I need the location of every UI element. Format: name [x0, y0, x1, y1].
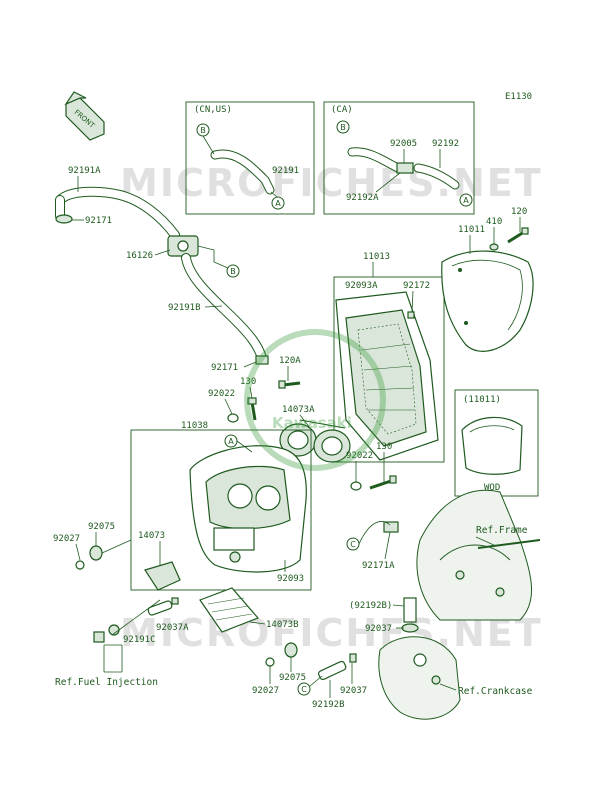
- label-92037-bottom: 92037: [340, 686, 367, 696]
- region-cn-us: (CN,US) B A 92191: [185, 101, 315, 215]
- label-120: 120: [511, 207, 527, 217]
- air-cleaner-housing: [189, 445, 307, 573]
- label-92192A: 92192A: [346, 193, 379, 203]
- breather-pipe-assembly: B: [55, 186, 269, 365]
- label-130-right: 130: [376, 442, 392, 452]
- fitting-92191C: [93, 624, 120, 643]
- connector-b-cnus: B: [200, 126, 206, 135]
- label-92192B-paren: (92192B): [349, 601, 392, 611]
- label-14073A: 14073A: [282, 405, 315, 415]
- label-92027-bottom: 92027: [252, 686, 279, 696]
- label-92171-top: 92171: [85, 216, 112, 226]
- label-11011: 11011: [458, 225, 485, 235]
- bolt-130-right-icon: [369, 475, 397, 490]
- label-410: 410: [486, 217, 502, 227]
- label-92022-top: 92022: [208, 389, 235, 399]
- ref-fuel-injection: Ref.Fuel Injection: [55, 677, 158, 688]
- ref-crankcase: Ref.Crankcase: [458, 686, 533, 697]
- label-92192: 92192: [432, 139, 459, 149]
- connector-a-main: A: [228, 437, 234, 446]
- label-92005: 92005: [390, 139, 417, 149]
- grille-14073B: [199, 587, 260, 633]
- label-92027-left: 92027: [53, 534, 80, 544]
- region-cn-us-title: (CN,US): [194, 105, 232, 115]
- label-92191: 92191: [272, 166, 299, 176]
- connector-b-ca: B: [340, 123, 346, 132]
- air-filter-element: [335, 291, 439, 461]
- region-ca: (CA) B A 92005 92192 92192A: [323, 101, 475, 215]
- connector-c-bottom: C: [301, 685, 307, 694]
- watermark-top: MICROFICHES.NET: [120, 161, 543, 205]
- label-92022-right: 92022: [346, 451, 373, 461]
- region-wod: (11011) WOD: [454, 389, 539, 497]
- label-92075-left: 92075: [88, 522, 115, 532]
- diagram-code: E1130: [505, 92, 532, 102]
- kawasaki-logo: Kawasaki: [244, 329, 386, 471]
- crankcase-reference: [378, 597, 461, 720]
- label-92171-mid: 92171: [211, 363, 238, 373]
- label-11038: 11038: [181, 421, 208, 431]
- label-11013: 11013: [363, 252, 390, 262]
- label-92172: 92172: [403, 281, 430, 291]
- region-wod-label: WOD: [484, 483, 500, 493]
- label-120A: 120A: [279, 356, 301, 366]
- velocity-stack: [279, 419, 351, 463]
- label-92037A: 92037A: [156, 623, 189, 633]
- hose-92037A: [147, 597, 179, 616]
- label-92192B: 92192B: [312, 700, 345, 710]
- air-cleaner-cover: [441, 250, 534, 352]
- frame-reference: [383, 489, 541, 621]
- element-14073: [144, 561, 181, 591]
- label-92093: 92093: [277, 574, 304, 584]
- label-92093A: 92093A: [345, 281, 378, 291]
- label-92191C: 92191C: [123, 635, 156, 645]
- bolt-120A-icon: [278, 380, 301, 389]
- label-92191B: 92191B: [168, 303, 201, 313]
- connector-c-right: C: [350, 540, 356, 549]
- region-wod-title: (11011): [463, 395, 501, 405]
- connector-a-cnus: A: [275, 199, 281, 208]
- label-14073B: 14073B: [266, 620, 299, 630]
- label-92037-right: 92037: [365, 624, 392, 634]
- ref-frame: Ref.Frame: [476, 525, 528, 536]
- label-92171A: 92171A: [362, 561, 395, 571]
- hose-92192B: [318, 660, 347, 681]
- label-92075-bottom: 92075: [279, 673, 306, 683]
- bolt-120-icon: [507, 227, 529, 244]
- label-130-top: 130: [240, 377, 256, 387]
- label-16126: 16126: [126, 251, 153, 261]
- connector-b-main: B: [230, 267, 236, 276]
- label-14073: 14073: [138, 531, 165, 541]
- label-92191A: 92191A: [68, 166, 101, 176]
- region-ca-title: (CA): [331, 105, 353, 115]
- logo-text: Kawasaki: [272, 414, 352, 432]
- connector-a-ca: A: [463, 196, 469, 205]
- front-arrow-icon: FRONT: [64, 91, 105, 141]
